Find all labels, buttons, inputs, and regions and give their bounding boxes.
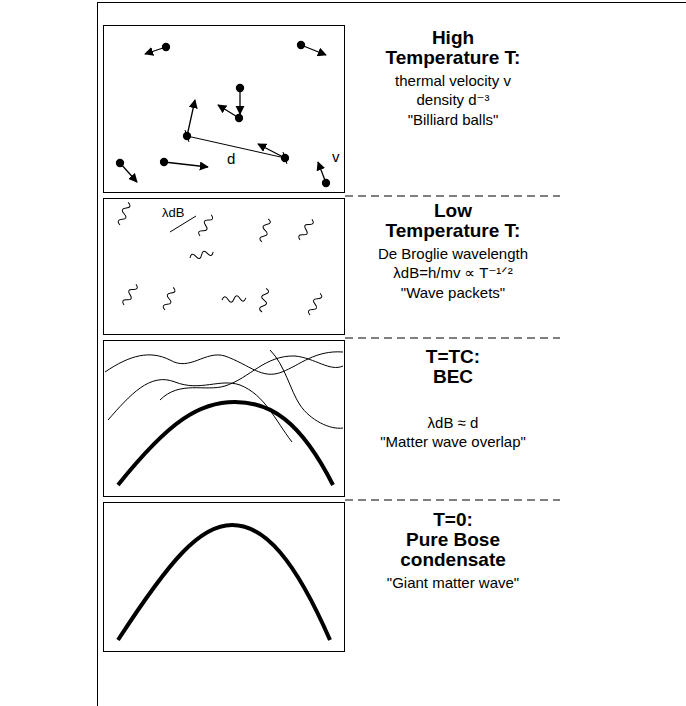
state-heading: Low Temperature T: <box>350 201 556 241</box>
wavelength-label: λdB <box>162 204 184 221</box>
state-heading: T=0: <box>350 510 556 530</box>
wave-packets <box>117 201 323 316</box>
state-description: "Billiard balls" <box>350 110 556 129</box>
state-description: De Broglie wavelength <box>350 244 556 263</box>
state-heading: T=TC: <box>350 347 556 367</box>
state-description: λdB ≈ d <box>350 413 556 432</box>
velocity-label: v <box>332 148 340 165</box>
matter-wave-overlap <box>105 350 343 485</box>
outer-frame <box>97 2 686 706</box>
state-heading: Pure Bose condensate <box>350 530 556 570</box>
panel-frame <box>103 25 345 193</box>
state-panel: T=TC:BEC λdB ≈ d"Matter wave overlap" <box>103 340 560 497</box>
state-description: "Matter wave overlap" <box>350 432 556 451</box>
giant-matter-wave <box>118 525 330 640</box>
panel-frame <box>103 198 345 335</box>
state-description: "Giant matter wave" <box>350 573 556 592</box>
state-panel: High Temperature T: thermal velocity vden… <box>103 25 560 193</box>
state-description: λdB=h/mv ∝ T⁻¹ᐟ² <box>350 263 556 282</box>
state-description: density d⁻³ <box>350 90 556 109</box>
distance-label: d <box>227 150 235 167</box>
panel-frame <box>103 502 345 652</box>
state-description: "Wave packets" <box>350 283 556 302</box>
billiard-balls <box>117 42 330 187</box>
state-heading: High Temperature T: <box>350 28 556 68</box>
dashed-separator <box>345 196 560 500</box>
state-panel: T=0:Pure Bose condensate "Giant matter wa… <box>103 502 560 652</box>
panel-frame <box>103 340 345 497</box>
state-heading: BEC <box>350 367 556 387</box>
state-description: thermal velocity v <box>350 71 556 90</box>
